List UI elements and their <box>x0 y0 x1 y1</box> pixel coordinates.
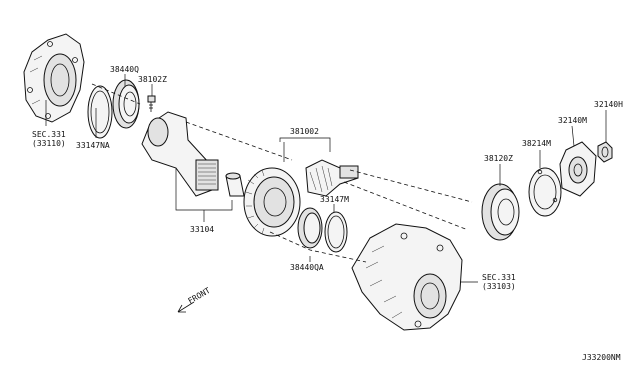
drive-pinion <box>305 159 359 197</box>
label-32140M: 32140M <box>558 116 587 125</box>
spacer-sleeve <box>225 172 245 197</box>
leader-lines <box>45 74 607 283</box>
label-sec331-top: SEC.331 <box>32 130 66 139</box>
label-381002: 381002 <box>290 127 319 136</box>
bearing-38440QA <box>297 207 323 249</box>
label-sec331-top-code: (33110) <box>32 139 66 148</box>
companion-flange-32140M <box>559 141 597 197</box>
bolt-38102Z <box>147 95 156 112</box>
ring-gear-381002 <box>243 167 301 237</box>
label-38102Z: 38102Z <box>138 75 167 84</box>
label-32140H: 32140H <box>594 100 623 109</box>
label-sec331-bottom-code: (33103) <box>482 282 516 291</box>
label-sec331-bottom: SEC.331 <box>482 273 516 282</box>
differential-case-33104 <box>141 111 219 197</box>
transfer-case-housing <box>351 223 463 331</box>
front-direction-arrow <box>177 301 195 313</box>
label-38440QA: 38440QA <box>290 263 324 272</box>
assembly-dashed-lines <box>91 83 473 263</box>
rear-housing-cover <box>23 33 85 123</box>
label-38120Z: 38120Z <box>484 154 513 163</box>
label-33147NA: 33147NA <box>76 141 110 150</box>
lock-nut-32140H <box>597 141 613 163</box>
shim-ring-33147M <box>324 211 348 253</box>
label-33104: 33104 <box>190 225 214 234</box>
shim-ring-33147NA <box>87 85 113 139</box>
bearing-38440Q <box>112 79 140 129</box>
label-33147M: 33147M <box>320 195 349 204</box>
label-38440Q: 38440Q <box>110 65 139 74</box>
label-front: FRONT <box>187 286 213 306</box>
diagram-id: J33200NM <box>582 353 621 362</box>
bearing-38120Z <box>481 183 520 241</box>
label-38214M: 38214M <box>522 139 551 148</box>
oil-seal-38214M <box>528 167 562 217</box>
